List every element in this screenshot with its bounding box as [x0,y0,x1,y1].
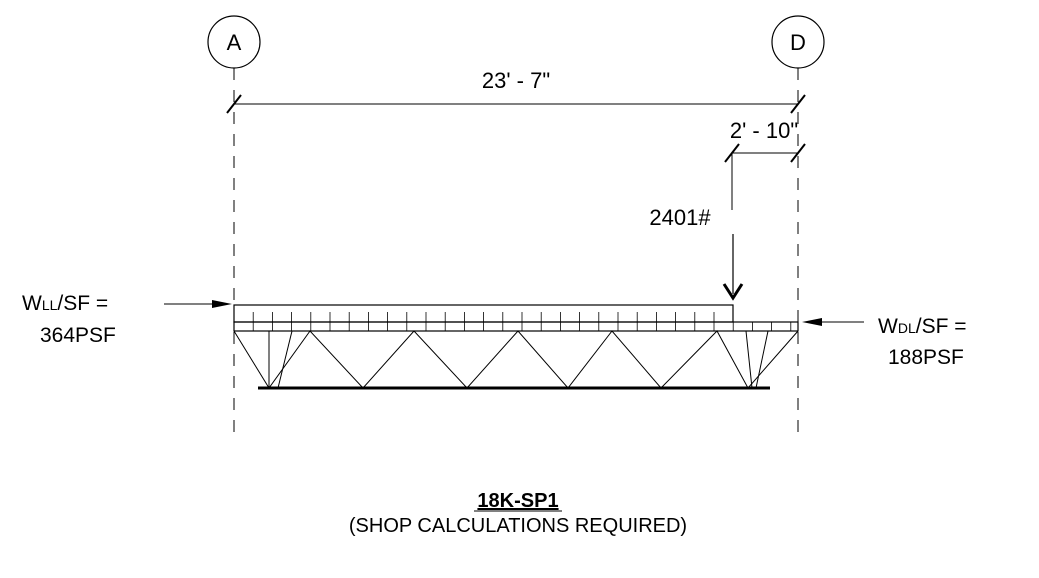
offset-dimension: 2' - 10" [724,118,806,210]
overall-dimension: 23' - 7" [226,68,806,114]
dead-load-value: 188PSF [888,346,964,369]
dead-load-symbol: W [878,315,898,338]
live-load-symbol: W [22,292,42,315]
offset-dimension-label: 2' - 10" [730,118,798,143]
dead-load-label: WDL/SF = 188PSF [802,315,967,369]
live-load-arrow-icon [212,300,232,308]
live-load-block [233,304,734,323]
overall-dimension-label: 23' - 7" [482,68,550,93]
live-load-suffix: /SF = [57,292,108,315]
grid-label-d: D [790,30,806,55]
grid-label-a: A [227,30,242,55]
diagram-title: 18K-SP1 (SHOP CALCULATIONS REQUIRED) [349,490,687,537]
dead-load-block [233,321,799,332]
svg-text:WLL/SF =: WLL/SF = [22,292,108,315]
svg-text:WDL/SF =: WDL/SF = [878,315,967,338]
dead-load-arrow-icon [802,318,822,326]
point-load: 2401# [649,205,744,301]
live-load-label: WLL/SF = 364PSF [22,292,232,347]
dead-load-suffix: /SF = [916,315,967,338]
live-load-subscript: LL [42,297,58,313]
live-load-value: 364PSF [40,324,116,347]
joist [233,330,799,390]
title-mark: 18K-SP1 [477,490,558,512]
dead-load-subscript: DL [898,320,916,336]
grid-bubble-a: A [207,15,261,69]
title-note: (SHOP CALCULATIONS REQUIRED) [349,515,687,537]
grid-bubble-d: D [771,15,825,69]
point-load-label: 2401# [649,205,711,230]
point-load-arrow-icon [722,283,744,301]
